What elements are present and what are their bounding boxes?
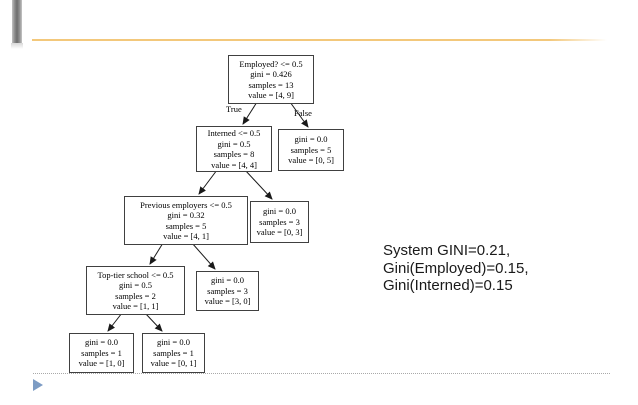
node-line: gini = 0.0	[157, 337, 190, 348]
node-line: Employed? <= 0.5	[239, 58, 303, 69]
edge-label-true: True	[226, 104, 242, 114]
tree-node-top-tier-school: Top-tier school <= 0.5 gini = 0.5 sample…	[86, 266, 185, 315]
node-line: samples = 8	[213, 149, 255, 159]
node-line: samples = 2	[115, 290, 156, 301]
tree-node-prev-employers-leaf: gini = 0.0 samples = 3 value = [3, 0]	[196, 271, 259, 311]
annotation-line: Gini(Interned)=0.15	[383, 277, 513, 294]
edge-interned-right	[244, 169, 273, 200]
edge-previous-left	[149, 242, 164, 265]
edge-root-true	[242, 101, 258, 125]
edge-interned-left	[198, 169, 218, 195]
node-line: gini = 0.5	[119, 280, 152, 290]
node-line: value = [4, 9]	[248, 90, 294, 100]
node-line: samples = 1	[81, 347, 122, 358]
node-line: Previous employers <= 0.5	[140, 199, 232, 210]
annotation-line: System GINI=0.21,	[383, 242, 511, 259]
edge-label-false: False	[294, 108, 312, 118]
node-line: value = [0, 1]	[150, 358, 197, 369]
accent-bar-fade	[11, 43, 23, 49]
node-line: value = [3, 0]	[204, 296, 251, 307]
tree-node-school-leaf-right: gini = 0.0 samples = 1 value = [0, 1]	[142, 333, 205, 373]
node-line: samples = 5	[290, 144, 332, 155]
divider-line	[32, 39, 607, 41]
play-triangle-icon	[33, 379, 43, 391]
node-line: samples = 13	[248, 79, 294, 90]
annotation-line: Gini(Employed)=0.15,	[383, 259, 529, 277]
tree-node-school-leaf-left: gini = 0.0 samples = 1 value = [1, 0]	[69, 333, 134, 373]
tree-node-interned-leaf: gini = 0.0 samples = 3 value = [0, 3]	[250, 201, 309, 243]
node-line: samples = 1	[153, 347, 194, 358]
gini-annotation: System GINI=0.21, Gini(Employed)=0.15, G…	[383, 242, 529, 295]
edge-previous-right	[191, 242, 216, 270]
node-line: gini = 0.32	[167, 210, 205, 220]
accent-bar	[12, 0, 22, 43]
node-line: gini = 0.0	[294, 134, 328, 145]
node-line: value = [0, 5]	[288, 155, 334, 166]
node-line: value = [1, 0]	[78, 358, 125, 369]
node-line: gini = 0.426	[250, 69, 292, 79]
node-line: value = [4, 4]	[211, 159, 257, 170]
node-line: Interned <= 0.5	[207, 128, 261, 138]
node-line: gini = 0.0	[85, 337, 118, 348]
node-line: gini = 0.0	[263, 206, 296, 217]
tree-node-root: Employed? <= 0.5 gini = 0.426 samples = …	[228, 55, 314, 104]
tree-node-employed-leaf: gini = 0.0 samples = 5 value = [0, 5]	[278, 129, 344, 171]
node-line: value = [0, 3]	[256, 227, 303, 238]
footer-dotted-line	[33, 373, 610, 374]
node-line: samples = 5	[165, 220, 207, 231]
node-line: samples = 3	[207, 285, 248, 296]
node-line: gini = 0.0	[211, 275, 244, 286]
tree-node-previous-employers: Previous employers <= 0.5 gini = 0.32 sa…	[124, 196, 248, 245]
edge-school-left	[107, 312, 123, 332]
node-line: value = [1, 1]	[112, 301, 159, 311]
node-line: gini = 0.5	[217, 138, 251, 149]
edge-school-right	[144, 312, 163, 332]
node-line: Top-tier school <= 0.5	[97, 269, 174, 280]
tree-node-interned: Interned <= 0.5 gini = 0.5 samples = 8 v…	[196, 126, 272, 172]
node-line: value = [4, 1]	[163, 231, 209, 241]
node-line: samples = 3	[259, 216, 300, 227]
